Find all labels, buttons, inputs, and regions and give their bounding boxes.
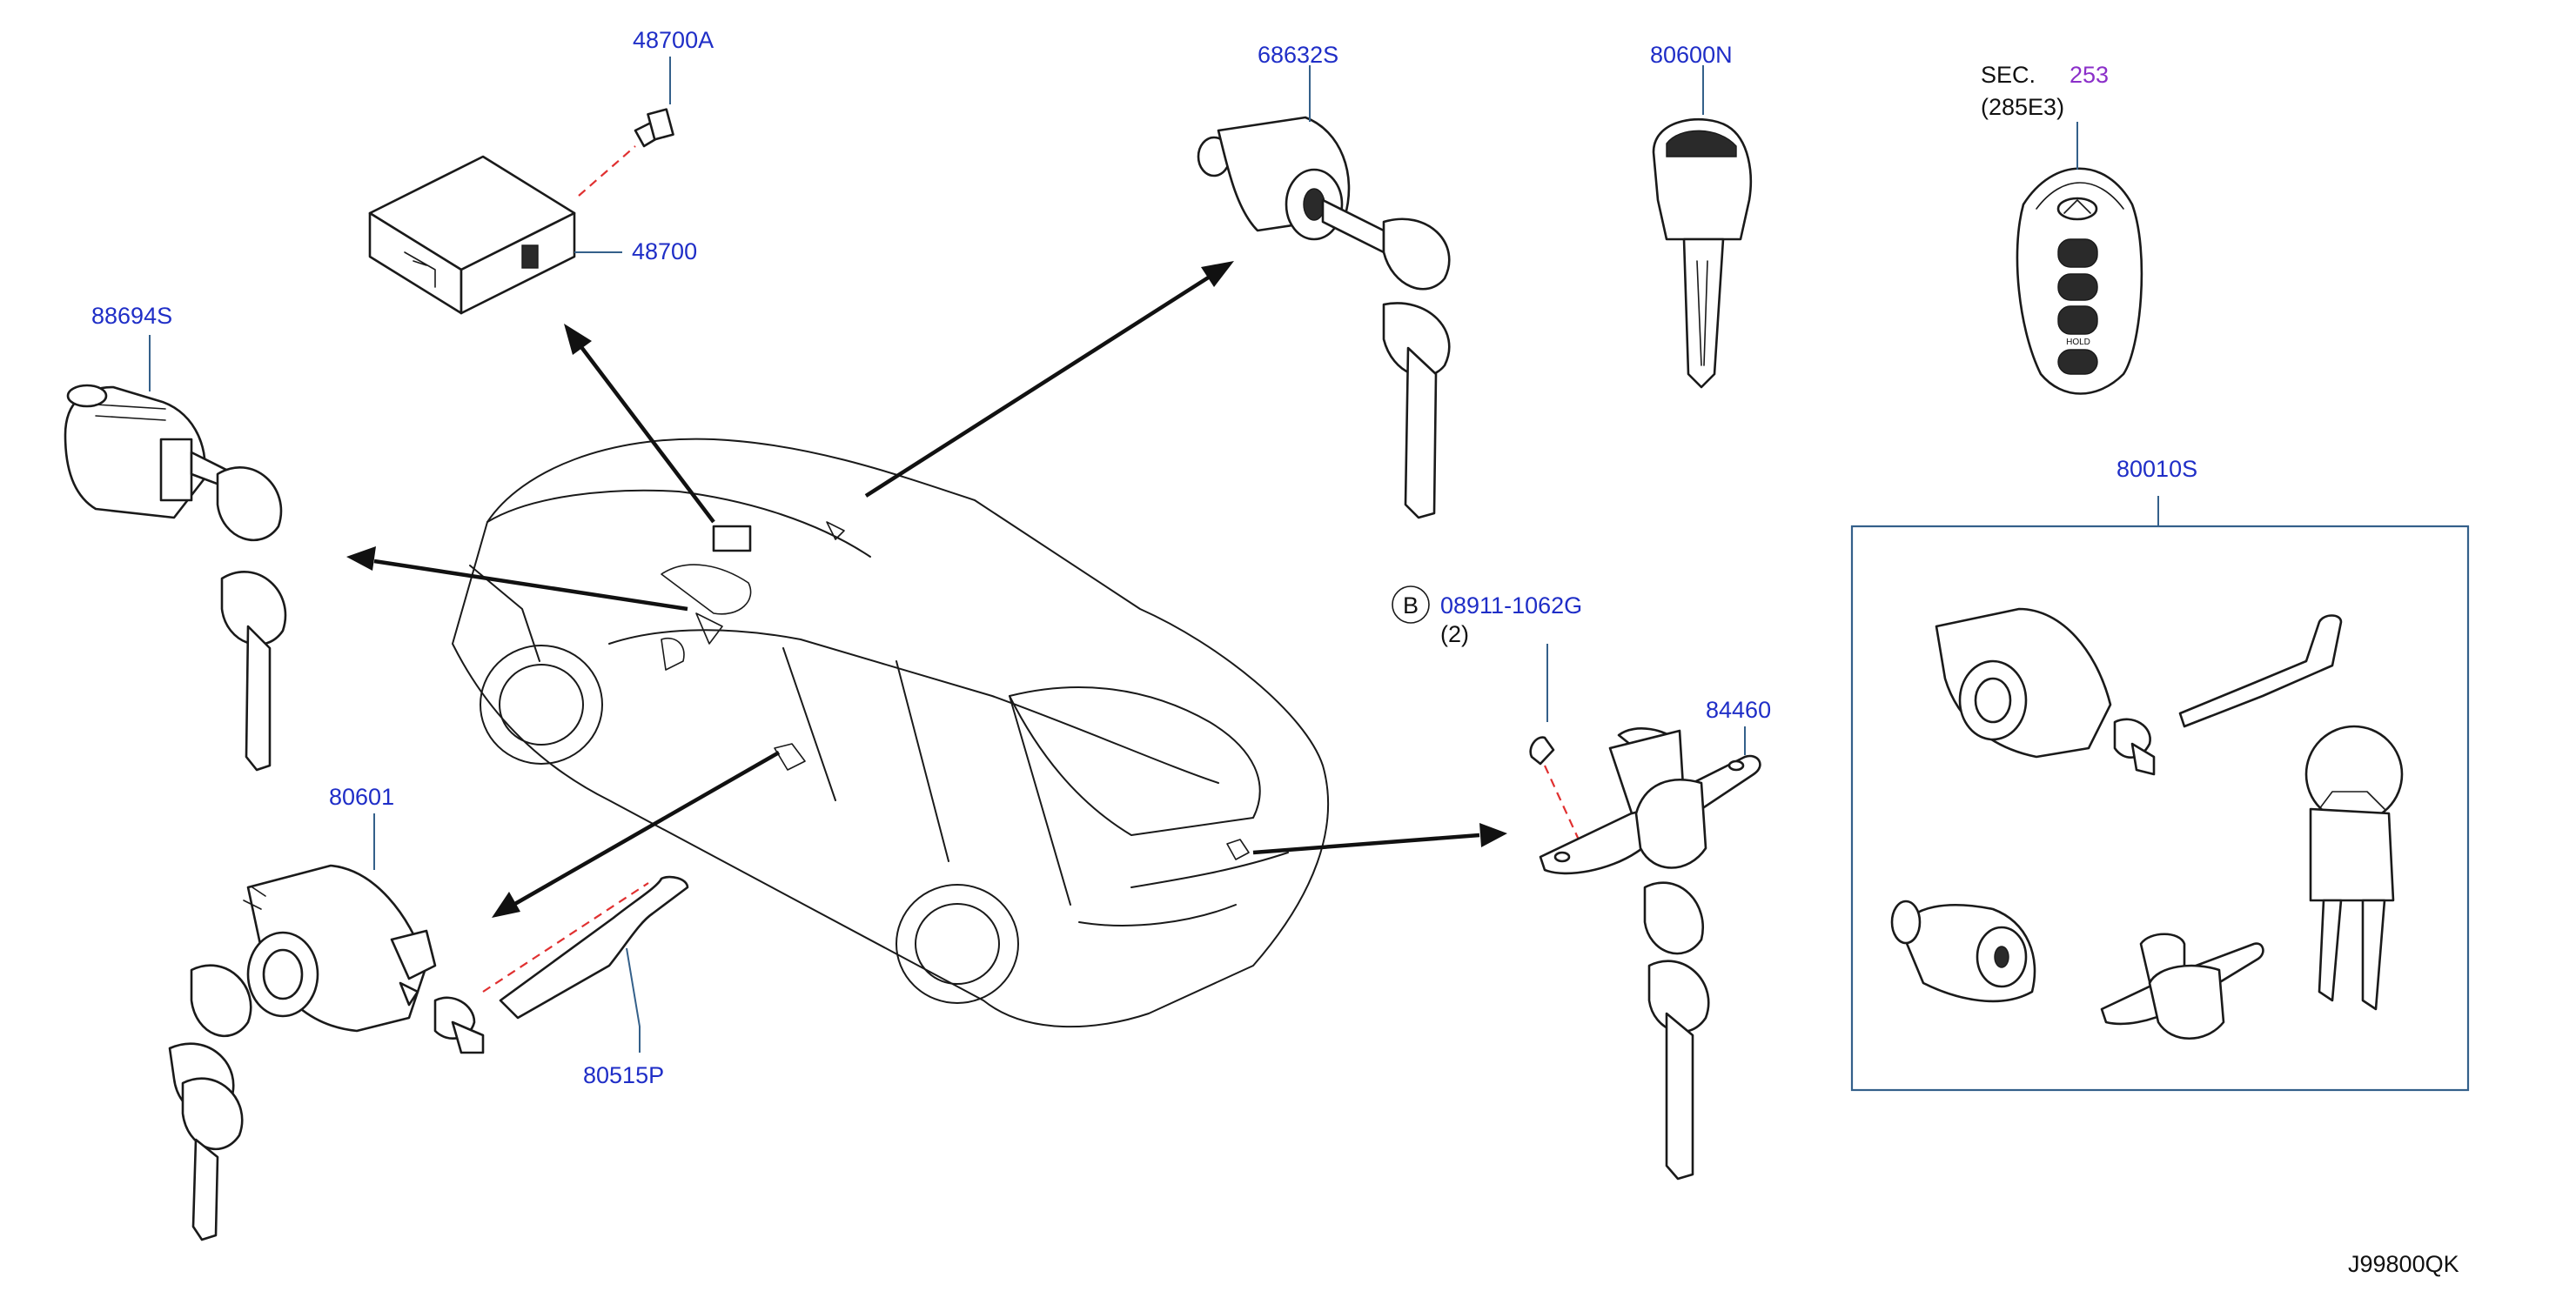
- lock-cylinder-88694S: [64, 384, 287, 772]
- callout-08911-1062G: 08911-1062G: [1440, 592, 1582, 619]
- control-unit-48700: [368, 108, 674, 315]
- callout-84460: 84460: [1706, 697, 1771, 723]
- trunk-lock-84460: [1529, 727, 1761, 1181]
- callout-80600N: 80600N: [1650, 42, 1733, 68]
- callout-08911-qty: (2): [1440, 621, 1469, 647]
- callout-48700: 48700: [632, 238, 697, 264]
- callout-68632S: 68632S: [1258, 42, 1338, 68]
- callout-labels: 48700A 48700 68632S 80600N SEC. 253 (285…: [91, 27, 2459, 1277]
- section-ref-sub: (285E3): [1981, 94, 2064, 120]
- kit-components: [1890, 607, 2404, 1040]
- bolt-badge-circle: [1392, 585, 1430, 624]
- key-blank-80600N: [1652, 117, 1753, 389]
- door-lock-cylinder-80601: [168, 864, 689, 1241]
- pointer-arrows: [346, 261, 1507, 918]
- fob-hold-label: HOLD: [2066, 338, 2090, 347]
- diagram-code: J99800QK: [2348, 1251, 2459, 1277]
- vehicle-outline: [452, 438, 1329, 1028]
- callout-80515P: 80515P: [583, 1062, 664, 1088]
- bolt-badge-letter: B: [1403, 592, 1419, 619]
- lock-cylinder-68632S: [1197, 116, 1451, 519]
- callout-88694S: 88694S: [91, 303, 172, 329]
- callout-80601: 80601: [329, 784, 394, 810]
- callout-48700A: 48700A: [633, 27, 714, 53]
- section-ref-prefix: SEC.: [1981, 62, 2036, 88]
- section-ref-link[interactable]: 253: [2070, 62, 2109, 88]
- smart-key-fob: HOLD: [2016, 167, 2143, 395]
- kit-box-80010S: [1850, 525, 2470, 1092]
- callout-80010S: 80010S: [2116, 456, 2197, 482]
